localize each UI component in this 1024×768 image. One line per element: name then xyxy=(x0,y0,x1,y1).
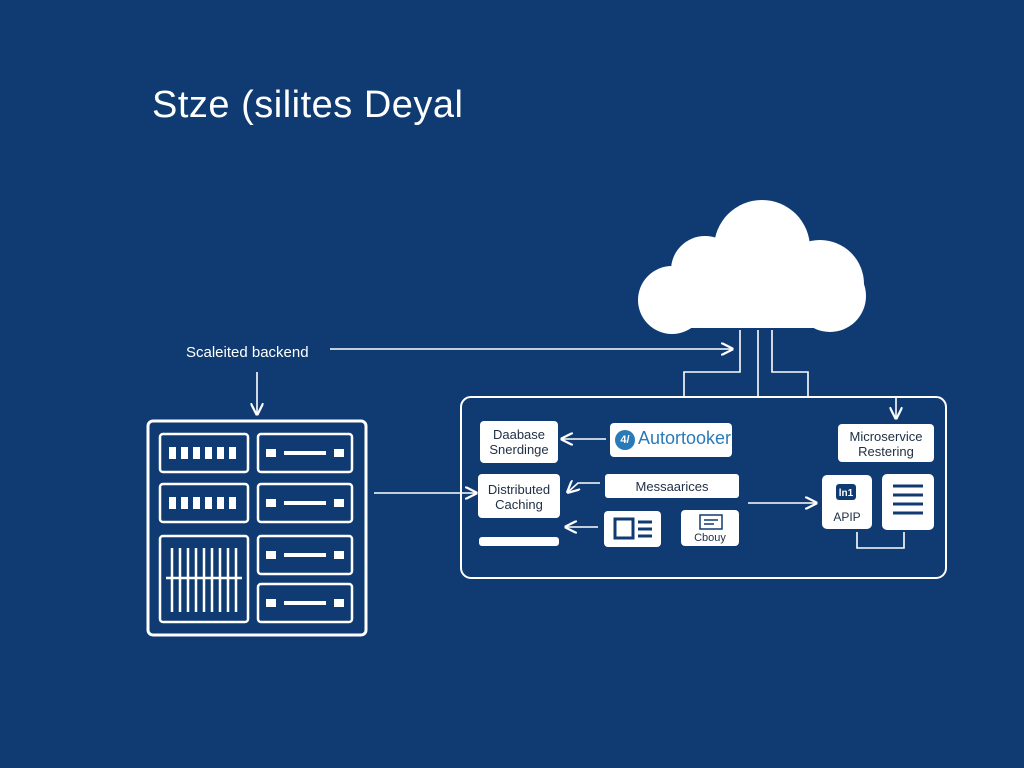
api-icon xyxy=(836,484,856,500)
api-icon-text: ln1 xyxy=(838,488,854,499)
microservice-label: Microservice Restering xyxy=(849,429,923,459)
api-list-connector xyxy=(856,532,905,549)
document-icon xyxy=(613,517,652,540)
server-rack-icon xyxy=(146,419,368,637)
distributed-caching-label: Distributed Caching xyxy=(487,482,551,512)
autoscaler-box xyxy=(610,423,732,457)
cloud-box-label: Cbouy xyxy=(694,532,726,544)
microservice-box xyxy=(838,424,934,462)
list-icon xyxy=(893,484,923,515)
api-label: APIP xyxy=(833,510,861,524)
messaging-box xyxy=(605,474,739,498)
messaging-to-cache-arrow xyxy=(568,483,600,492)
autoscaler-icon xyxy=(615,430,635,450)
cloud-connectors xyxy=(683,330,809,396)
database-sharding-box xyxy=(480,421,558,463)
diagram-title: Stze (silites Deyal xyxy=(152,84,464,126)
cloud-box xyxy=(681,510,739,546)
api-box xyxy=(822,475,872,529)
autoscaler-label: Autortooker xyxy=(638,428,732,448)
cloud-icon xyxy=(638,200,866,334)
system-container xyxy=(460,396,947,579)
messaging-label: Messaarices xyxy=(635,479,709,494)
card-icon xyxy=(699,514,723,530)
distributed-caching-box xyxy=(478,474,560,518)
autoscaler-icon-text: 4/ xyxy=(620,434,630,446)
backend-label: Scaleited backend xyxy=(186,344,309,361)
queue-bar xyxy=(479,537,559,546)
database-sharding-label: Daabase Snerdinge xyxy=(489,427,549,457)
list-box xyxy=(882,474,934,530)
